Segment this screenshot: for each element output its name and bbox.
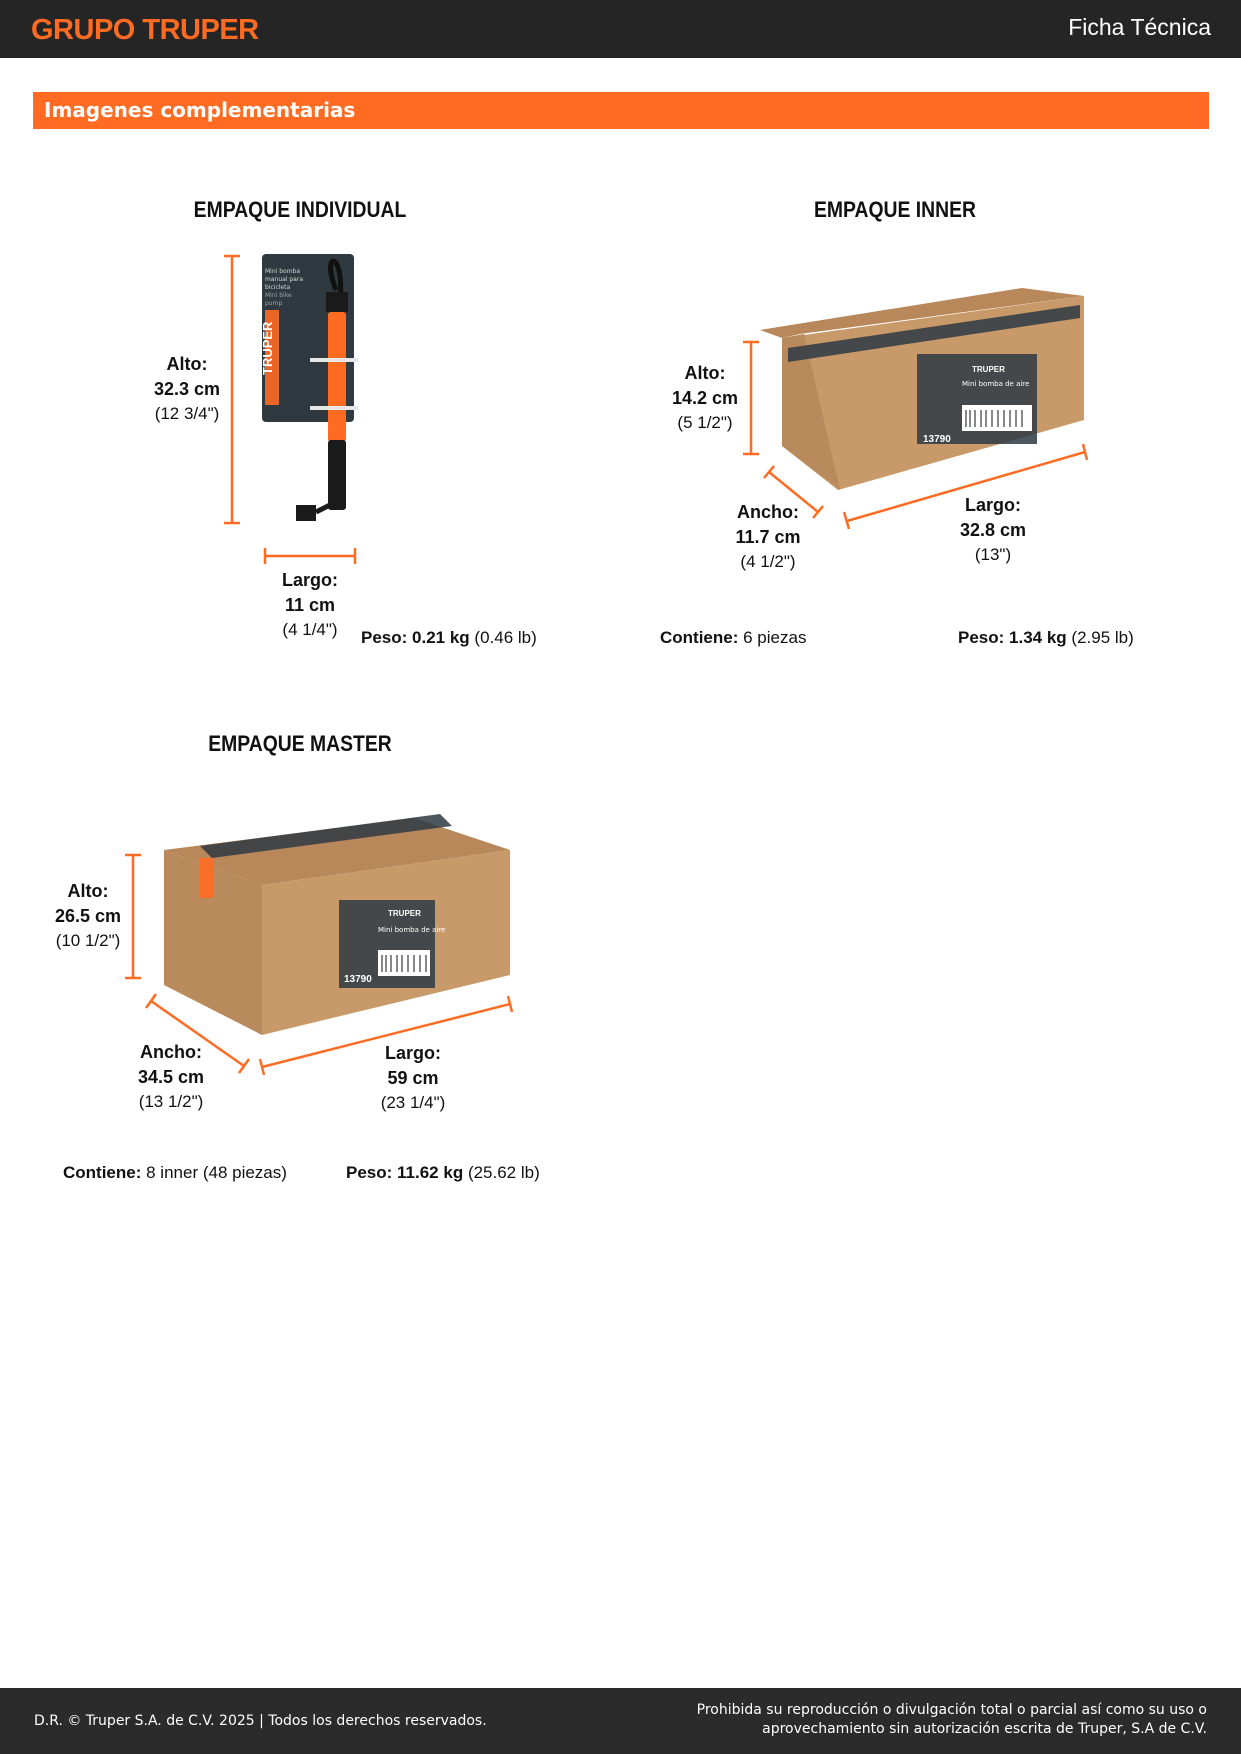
- individual-largo-dimension-line: [263, 548, 357, 564]
- svg-text:pump: pump: [265, 300, 282, 307]
- master-alto-label: Alto: 26.5 cm (10 1/2"): [54, 881, 122, 950]
- inner-alto-dimension-line: [743, 340, 759, 456]
- master-contents: Contiene: 8 inner (48 piezas): [63, 1163, 287, 1182]
- brand-logo: GRUPO TRUPER: [31, 14, 259, 46]
- inner-weight: Peso: 1.34 kg (2.95 lb): [958, 628, 1134, 647]
- section-header: Imagenes complementarias: [33, 92, 1209, 129]
- master-weight: Peso: 11.62 kg (25.62 lb): [346, 1163, 540, 1182]
- svg-text:bicicleta: bicicleta: [265, 284, 290, 291]
- master-box-code: 13790: [344, 974, 372, 985]
- svg-text:Mini bomba de aire: Mini bomba de aire: [962, 380, 1029, 388]
- individual-alto-dimension-line: [224, 254, 240, 525]
- master-largo-dimension-line: [258, 995, 514, 1076]
- pump-product-image: [296, 258, 358, 521]
- svg-text:Mini bomba: Mini bomba: [265, 268, 300, 275]
- blister-brand-text: TRUPER: [260, 321, 275, 375]
- inner-alto-label: Alto: 14.2 cm (5 1/2"): [671, 363, 739, 432]
- master-largo-label: Largo: 59 cm (23 1/4"): [380, 1043, 446, 1112]
- footer-bar: D.R. © Truper S.A. de C.V. 2025 | Todos …: [0, 1688, 1241, 1754]
- inner-largo-label: Largo: 32.8 cm (13"): [959, 495, 1027, 564]
- individual-largo-label: Largo: 11 cm (4 1/4"): [282, 570, 338, 639]
- inner-box-image: TRUPER Mini bomba de aire 13790: [760, 288, 1084, 490]
- master-package-title: EMPAQUE MASTER: [208, 731, 392, 756]
- master-ancho-dimension-line: [144, 993, 251, 1074]
- master-ancho-label: Ancho: 34.5 cm (13 1/2"): [137, 1042, 205, 1111]
- svg-text:Mini bomba de aire: Mini bomba de aire: [378, 926, 445, 934]
- individual-alto-label: Alto: 32.3 cm (12 3/4"): [153, 354, 221, 423]
- individual-package-title: EMPAQUE INDIVIDUAL: [193, 197, 407, 222]
- master-box-image: TRUPER Mini bomba de aire 13790: [164, 814, 510, 1035]
- svg-text:manual para: manual para: [265, 276, 303, 283]
- legal-notice: Prohibida su reproducción o divulgación …: [696, 1702, 1207, 1737]
- svg-text:Mini bike: Mini bike: [265, 292, 292, 299]
- section-title: Imagenes complementarias: [44, 98, 356, 122]
- document-type: Ficha Técnica: [1068, 14, 1211, 40]
- header-bar: GRUPO TRUPER Ficha Técnica: [0, 0, 1241, 58]
- inner-contents: Contiene: 6 piezas: [660, 628, 807, 647]
- master-box-brand: TRUPER: [388, 909, 421, 918]
- inner-package-title: EMPAQUE INNER: [813, 197, 977, 222]
- master-alto-dimension-line: [125, 853, 141, 980]
- inner-box-brand: TRUPER: [972, 365, 1005, 374]
- inner-ancho-label: Ancho: 11.7 cm (4 1/2"): [735, 502, 801, 571]
- copyright-text: D.R. © Truper S.A. de C.V. 2025 | Todos …: [34, 1713, 487, 1729]
- individual-weight: Peso: 0.21 kg (0.46 lb): [361, 628, 537, 647]
- inner-box-code: 13790: [923, 434, 951, 445]
- inner-largo-dimension-line: [842, 443, 1089, 530]
- inner-ancho-dimension-line: [763, 465, 824, 519]
